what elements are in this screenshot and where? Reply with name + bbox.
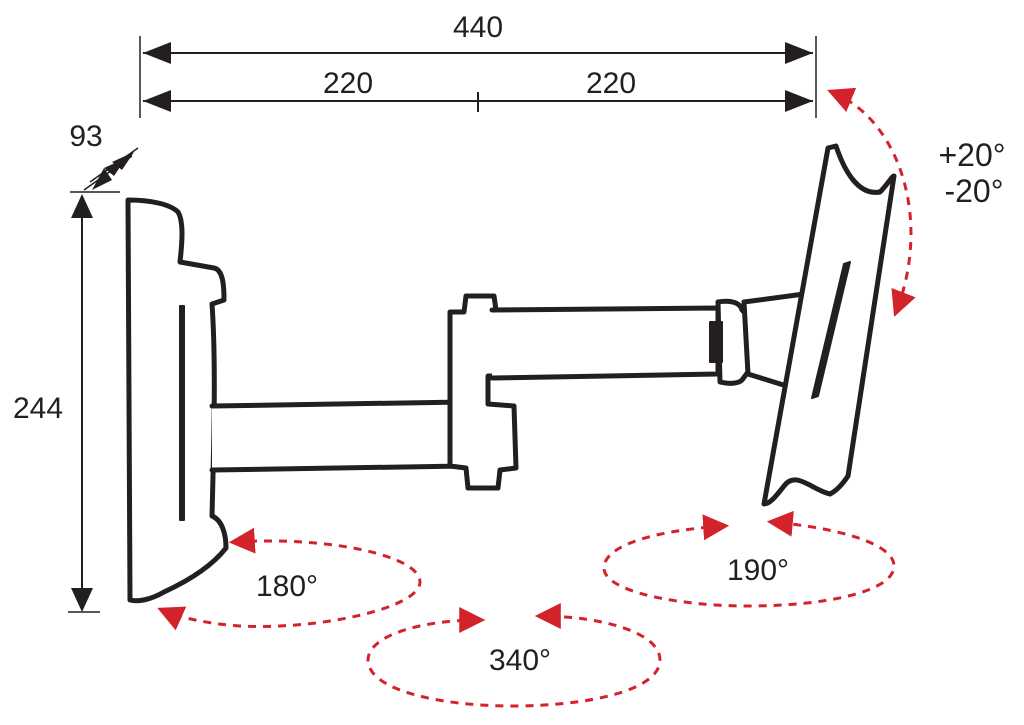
tilt-down-angle: -20° <box>944 173 1003 209</box>
tilt-arc <box>827 87 916 317</box>
dimension-height: 244 <box>13 191 120 613</box>
arrowhead-bottom <box>71 588 93 612</box>
arrowhead-top <box>71 194 93 218</box>
total-width-label: 440 <box>453 11 503 44</box>
arrowhead-right <box>785 90 813 112</box>
arm-pivot-arc <box>366 603 662 708</box>
height-label: 244 <box>13 392 63 425</box>
dimension-total-width: 440 <box>139 11 817 118</box>
wall-pivot-arc <box>157 527 422 631</box>
arrowhead-left <box>143 42 171 64</box>
depth-label: 93 <box>69 120 102 153</box>
tilt-up-angle: +20° <box>938 137 1005 173</box>
arm-pivot-angle: 340° <box>489 644 551 677</box>
wall-pivot-angle: 180° <box>256 570 318 603</box>
right-segment-label: 220 <box>586 67 636 100</box>
second-arm <box>489 305 721 381</box>
first-arm <box>209 399 467 473</box>
wall-plate <box>125 197 229 604</box>
wall-mount-bracket <box>125 143 897 604</box>
dimension-depth: 93 <box>69 120 139 191</box>
left-segment-label: 220 <box>323 67 373 100</box>
arrowhead-right <box>785 42 813 64</box>
head-pivot-arc <box>602 510 896 608</box>
dimension-segments: 220 220 <box>143 67 813 112</box>
arrowhead-left <box>143 90 171 112</box>
head-pivot-angle: 190° <box>727 554 789 587</box>
